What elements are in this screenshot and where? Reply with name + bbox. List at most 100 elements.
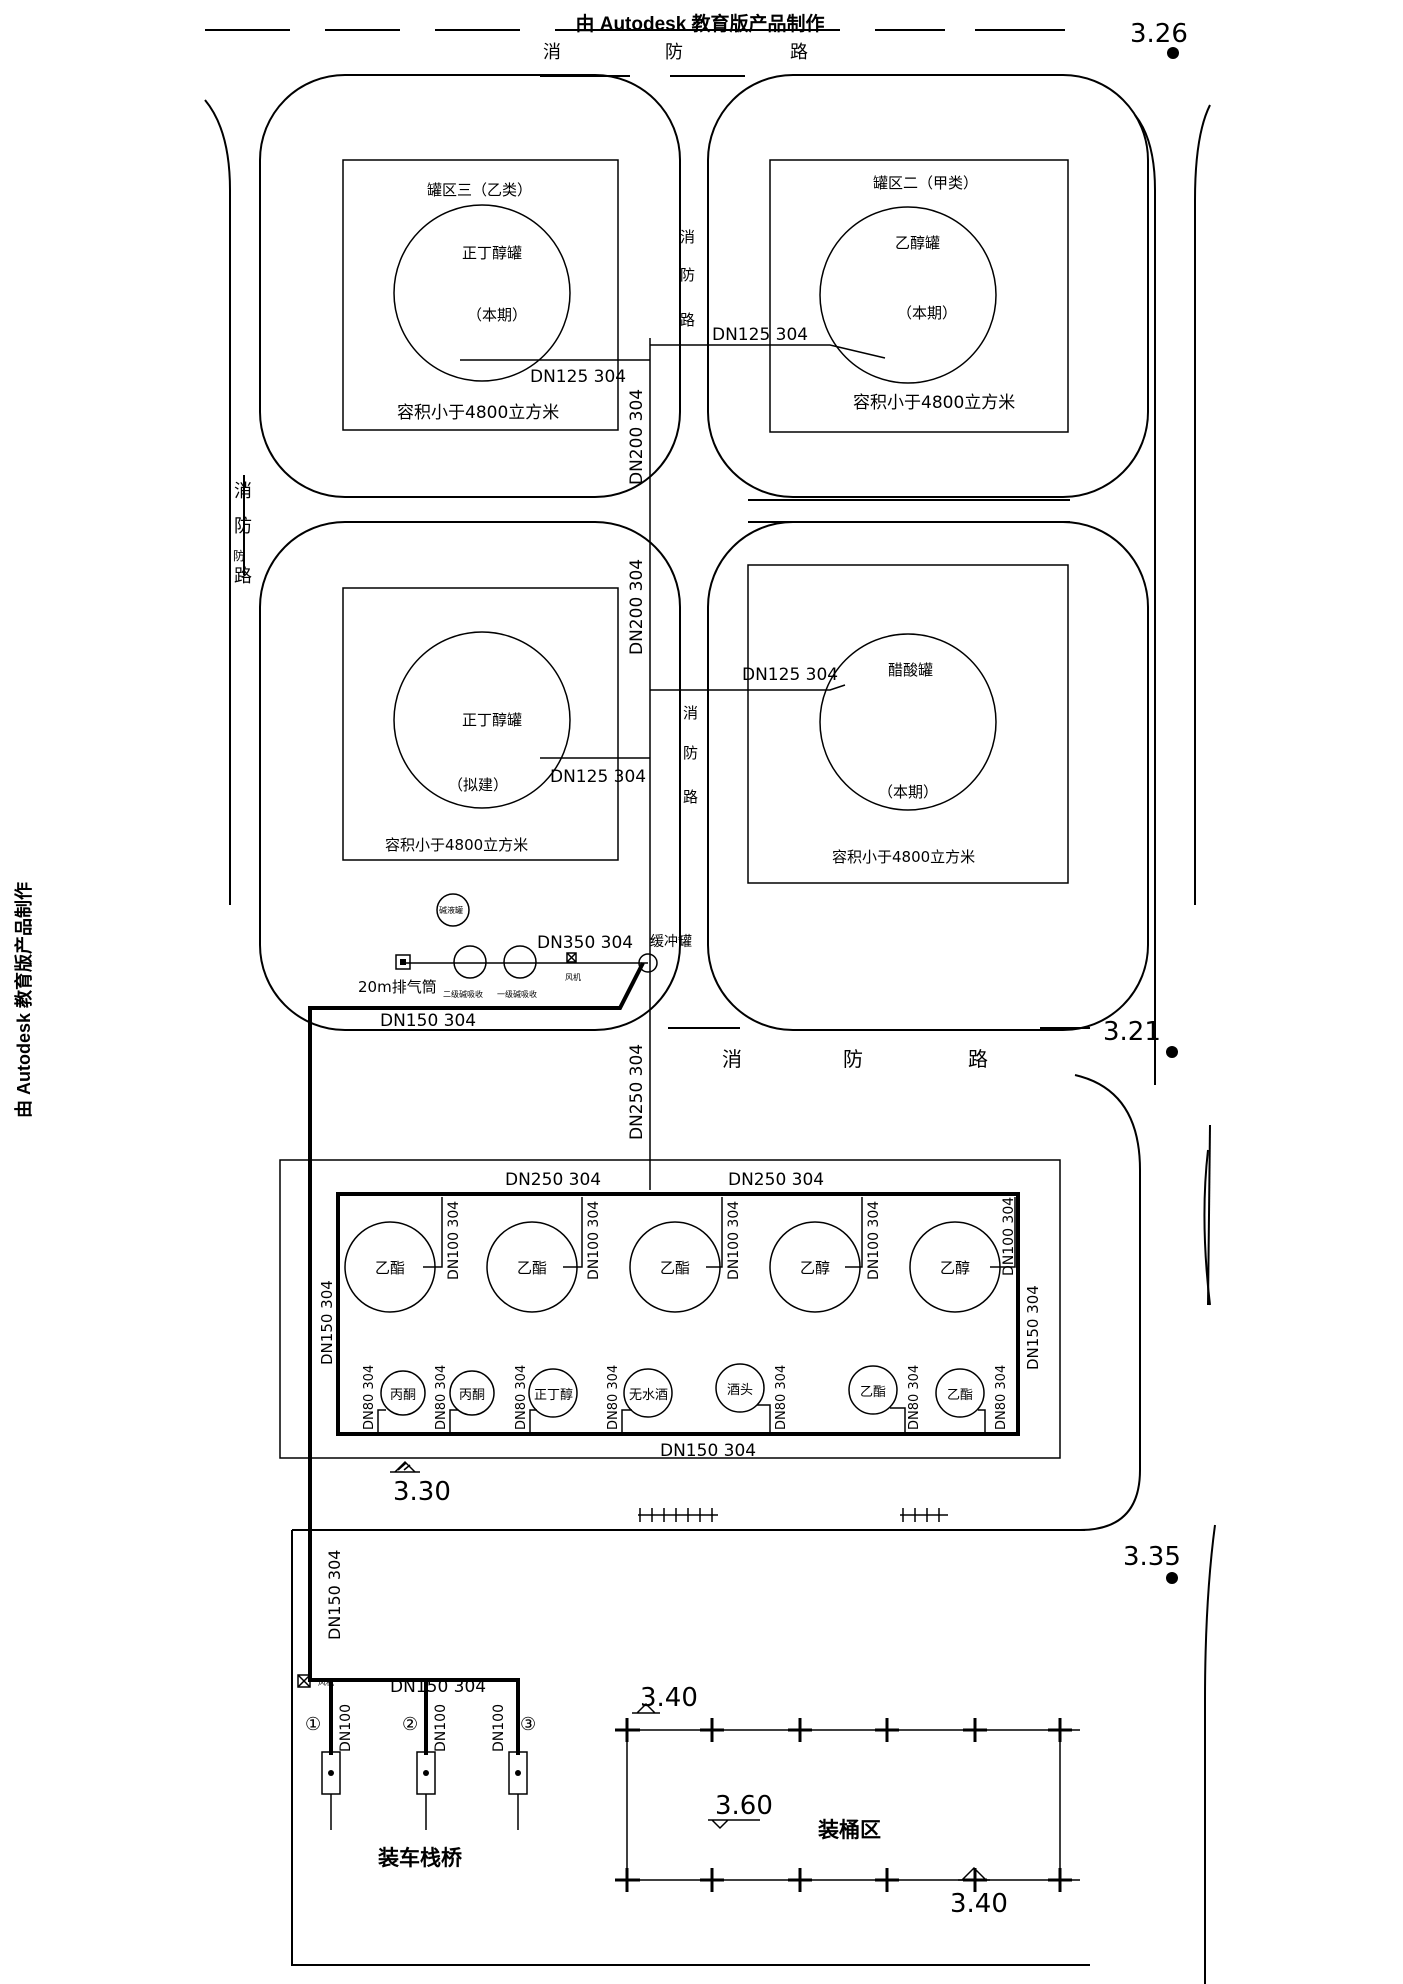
pipe-label: DN80 304 — [514, 1365, 529, 1430]
pipe-label: DN200 304 — [627, 559, 647, 655]
road-label-bottom: 消 防 路 — [722, 1047, 988, 1071]
pipe-label: DN150 304 — [390, 1677, 486, 1697]
tank-area-2: 罐区二（甲类） 乙醇罐 （本期） 容积小于4800立方米 — [769, 159, 1069, 433]
road-char: 防 — [234, 516, 252, 537]
bay-tank-name: 无水酒 — [629, 1388, 668, 1403]
pipe-label: DN200 304 — [627, 389, 647, 485]
road-char: 路 — [790, 42, 808, 63]
tank-capacity: 容积小于4800立方米 — [397, 403, 559, 423]
fan-label: 风机 — [318, 1677, 334, 1687]
road-char: 消 — [543, 42, 561, 63]
pipe-label: DN100 — [338, 1704, 354, 1752]
absorber-1-label: 一级碱吸收 — [497, 989, 537, 999]
fan-label: 风机 — [565, 972, 581, 982]
road-label-left: 消 防 防 路 — [233, 481, 252, 587]
pipe-label: DN150 304 — [660, 1441, 756, 1461]
bay-tank-name: 乙酯 — [660, 1259, 690, 1277]
fence-marks — [638, 1508, 948, 1522]
elevation-label: 3.60 — [715, 1791, 773, 1821]
pipe-label: DN150 304 — [325, 1550, 344, 1640]
tank-phase: （本期） — [878, 783, 938, 801]
road-char: 防 — [680, 266, 695, 284]
tank-capacity: 容积小于4800立方米 — [832, 848, 975, 866]
tank-phase: （本期） — [467, 306, 527, 324]
elevation-label: 3.21 — [1103, 1017, 1161, 1047]
elevation-label: 3.35 — [1123, 1542, 1181, 1572]
elevation-label: 3.30 — [393, 1477, 451, 1507]
pipe-label: DN250 304 — [728, 1170, 824, 1190]
road-label-middle-upper: 消 防 路 — [680, 228, 695, 329]
pipe-label: DN100 304 — [726, 1201, 742, 1280]
watermark-top: 由 Autodesk 教育版产品制作 — [575, 12, 824, 35]
area-title: 罐区三（乙类） — [427, 181, 532, 199]
station-number: ① — [305, 1714, 321, 1735]
barrel-area: 3.40 3.60 3.40 装桶区 — [615, 1683, 1080, 1919]
barrel-area-label: 装桶区 — [818, 1818, 881, 1842]
alkali-tank-label: 碱液罐 — [439, 905, 463, 915]
road-char: 消 — [722, 1047, 742, 1071]
bay-tank-name: 酒头 — [727, 1383, 753, 1398]
elevation-label: 3.26 — [1130, 19, 1188, 49]
road-char: 防 — [233, 548, 245, 563]
tank-bay — [279, 1159, 1061, 1459]
road-char: 路 — [680, 311, 695, 329]
pipe-label: DN100 304 — [1001, 1197, 1017, 1276]
tank-farm-pipes — [308, 338, 886, 1682]
absorber-2-label: 二级碱吸收 — [443, 989, 483, 999]
bay-tank-name: 乙醇 — [940, 1259, 970, 1277]
pipe-label: DN100 304 — [586, 1201, 602, 1280]
tank-area-3: 罐区三（乙类） 正丁醇罐 （本期） 容积小于4800立方米 — [342, 159, 619, 431]
tank-phase: （本期） — [897, 304, 957, 322]
tank-capacity: 容积小于4800立方米 — [385, 836, 528, 854]
pipe-label: DN125 304 — [550, 767, 646, 787]
road-char: 路 — [683, 788, 698, 806]
bay-tank-name: 乙酯 — [517, 1259, 547, 1277]
tank-name: 正丁醇罐 — [462, 244, 522, 262]
pipe-label: DN125 304 — [742, 665, 838, 685]
trestle-label: 装车栈桥 — [378, 1846, 463, 1870]
loading-trestle: 风机 DN150 304 DN150 304 DN100 DN100 DN100… — [297, 1550, 536, 1870]
pipe-label: DN125 304 — [530, 367, 626, 387]
watermark-left: 由 Autodesk 教育版产品制作 — [13, 882, 34, 1118]
pipe-label: DN80 304 — [606, 1365, 621, 1430]
pipe-label: DN250 304 — [627, 1044, 647, 1140]
pipe-label: DN80 304 — [434, 1365, 449, 1430]
tank-name: 正丁醇罐 — [462, 711, 522, 729]
road-char: 消 — [680, 228, 695, 246]
pipe-label: DN125 304 — [712, 325, 808, 345]
grid-crosses — [615, 1718, 1072, 1892]
tank-name: 醋酸罐 — [888, 661, 933, 679]
pipe-label: DN80 304 — [774, 1365, 789, 1430]
bay-tank-name: 乙酯 — [860, 1385, 886, 1400]
tank-phase: （拟建） — [448, 776, 508, 794]
pipe-label: DN250 304 — [505, 1170, 601, 1190]
tank-area-loops — [259, 74, 1149, 1031]
road-label-top: 消 防 路 — [543, 42, 808, 63]
bay-tank-name: 乙醇 — [800, 1259, 830, 1277]
pipe-label: DN80 304 — [907, 1365, 922, 1430]
elevation-mid-right: 3.21 — [1103, 1017, 1178, 1058]
pipe-label: DN100 304 — [446, 1201, 462, 1280]
pipe-label: DN150 304 — [380, 1011, 476, 1031]
station-number: ③ — [520, 1714, 536, 1735]
bay-tank-name: 丙酮 — [390, 1388, 416, 1403]
tank-area-lower-left: 正丁醇罐 （拟建） 容积小于4800立方米 — [342, 587, 619, 861]
scrubber-equipment: 碱液罐 缓冲罐 20m排气筒 二级碱吸收 一级碱吸收 风机 — [358, 893, 692, 999]
pipe-label: DN80 304 — [362, 1365, 377, 1430]
pipe-label: DN150 304 — [1024, 1285, 1042, 1370]
road-char: 防 — [665, 42, 683, 63]
station-number: ② — [402, 1714, 418, 1735]
elevation-label: 3.40 — [950, 1889, 1008, 1919]
road-char: 路 — [234, 566, 252, 587]
vent-label: 20m排气筒 — [358, 978, 437, 996]
tank-bay-bottom-row: 丙酮 丙酮 正丁醇 无水酒 酒头 乙酯 乙酯 DN80 304 DN80 304… — [362, 1363, 1009, 1434]
elevation-bay: 3.30 — [390, 1460, 451, 1507]
tank-bay-top-row: 乙酯 乙酯 乙酯 乙醇 乙醇 DN100 304 DN100 304 DN100… — [344, 1197, 1017, 1313]
road-char: 防 — [843, 1047, 863, 1071]
bay-tank-name: 丙酮 — [459, 1388, 485, 1403]
road-char: 路 — [968, 1047, 988, 1071]
pipe-label: DN100 — [433, 1704, 449, 1752]
bay-tank-name: 乙酯 — [375, 1259, 405, 1277]
tank-capacity: 容积小于4800立方米 — [853, 393, 1015, 413]
